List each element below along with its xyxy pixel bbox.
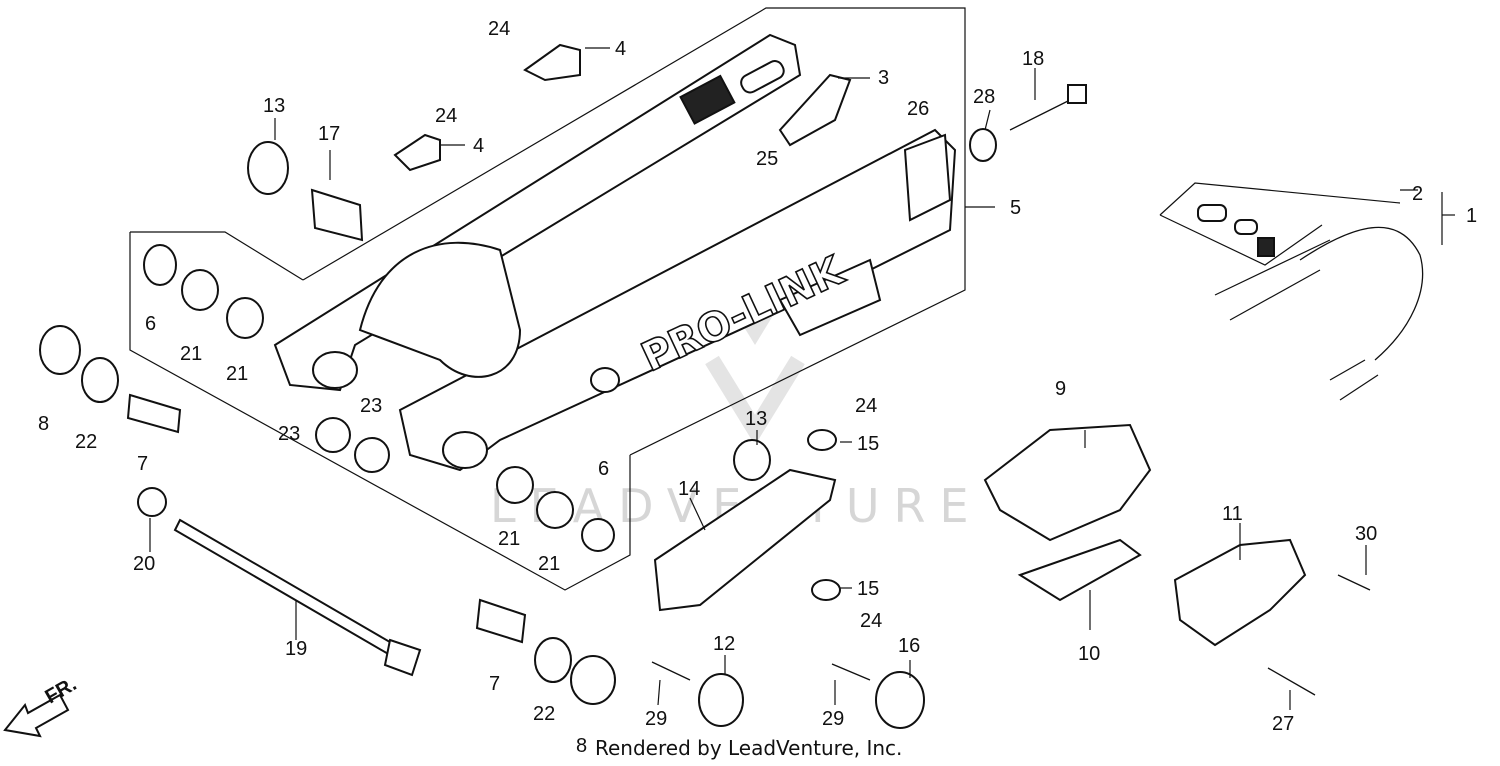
callout-1: 1 — [1466, 205, 1477, 227]
callout-9: 9 — [1055, 378, 1066, 400]
bolts — [651, 84, 1371, 696]
callout-17: 17 — [318, 123, 340, 145]
callout-18: 18 — [1022, 48, 1044, 70]
front-direction-arrow: FR. — [3, 673, 80, 738]
callout-24a: 24 — [488, 18, 510, 40]
callout-22a: 22 — [75, 431, 97, 453]
callout-13a: 13 — [263, 95, 285, 117]
callout-21d: 21 — [538, 553, 560, 575]
callout-12: 12 — [713, 633, 735, 655]
callout-29a: 29 — [645, 708, 667, 730]
callout-11: 11 — [1222, 503, 1243, 525]
callout-5: 5 — [1010, 197, 1021, 219]
swingarm: PRO-LINK — [273, 33, 957, 472]
callout-7b: 7 — [489, 673, 500, 695]
callout-27: 27 — [1272, 713, 1294, 735]
parts — [39, 43, 1307, 729]
callout-26: 26 — [907, 98, 929, 120]
footer-credit: Rendered by LeadVenture, Inc. — [595, 736, 902, 760]
callout-30: 30 — [1355, 523, 1377, 545]
callout-8a: 8 — [38, 413, 49, 435]
callout-21c: 21 — [498, 528, 520, 550]
callout-21b: 21 — [226, 363, 248, 385]
callout-23a: 23 — [278, 423, 300, 445]
callout-14: 14 — [678, 478, 700, 500]
callout-19: 19 — [285, 638, 307, 660]
callout-20: 20 — [133, 553, 155, 575]
callout-10: 10 — [1078, 643, 1100, 665]
callout-13b: 13 — [745, 408, 767, 430]
callout-3: 3 — [878, 67, 889, 89]
callout-4b: 4 — [473, 135, 484, 157]
group-frames — [129, 7, 1401, 591]
callouts: 1 2 3 4 4 5 6 6 7 7 8 8 9 10 11 12 13 13… — [38, 18, 1477, 757]
callout-29b: 29 — [822, 708, 844, 730]
callout-22b: 22 — [533, 703, 555, 725]
drive-chain — [1197, 204, 1424, 401]
leader-lines — [149, 47, 1455, 710]
callout-25: 25 — [756, 148, 778, 170]
callout-6b: 6 — [598, 458, 609, 480]
callout-24d: 24 — [860, 610, 882, 632]
callout-7a: 7 — [137, 453, 148, 475]
callout-23b: 23 — [360, 395, 382, 417]
callout-8b: 8 — [576, 735, 587, 757]
pivot-shaft — [173, 518, 422, 677]
callout-15b: 15 — [857, 578, 879, 600]
callout-24b: 24 — [435, 105, 457, 127]
callout-16: 16 — [898, 635, 920, 657]
callout-21a: 21 — [180, 343, 202, 365]
callout-24c: 24 — [855, 395, 877, 417]
callout-15a: 15 — [857, 433, 879, 455]
callout-28: 28 — [973, 86, 995, 108]
callout-2: 2 — [1412, 183, 1423, 205]
callout-4a: 4 — [615, 38, 626, 60]
callout-6a: 6 — [145, 313, 156, 335]
